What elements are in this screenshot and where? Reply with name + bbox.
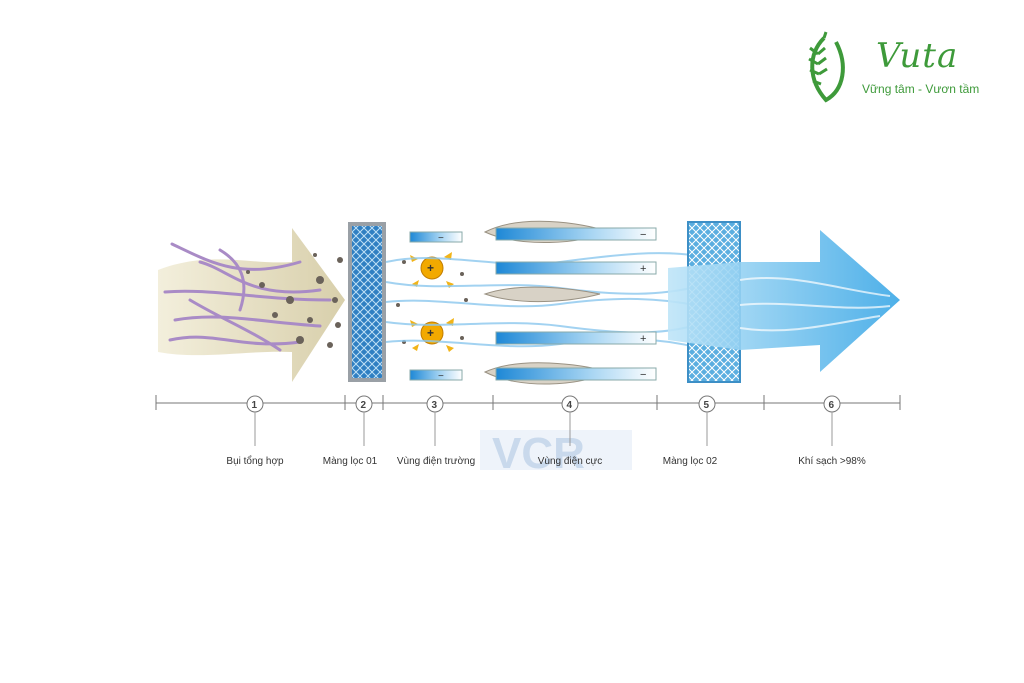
positive-sign: + [427, 326, 434, 340]
stage-number: 4 [567, 400, 573, 411]
stage-6: 6 Khí sạch >98% [798, 395, 866, 467]
stage-number: 2 [361, 400, 367, 411]
electrode-plate-4: + [495, 331, 657, 345]
brand-name: Vuta [876, 36, 959, 76]
stage-number: 5 [704, 400, 710, 411]
stage-2: 2 Màng lọc 01 [323, 395, 378, 467]
stage-5: 5 Màng lọc 02 [663, 395, 718, 467]
stage-label: Màng lọc 02 [663, 456, 718, 467]
stage-3: 3 Vùng điện trường [397, 395, 475, 467]
brand-tagline: Vững tâm - Vươn tầm [862, 82, 980, 96]
stage-1: 1 Bụi tổng hợp [226, 395, 284, 467]
negative-sign: − [640, 229, 646, 241]
electrode-plate-3 [483, 286, 601, 303]
electrode-plate-2: + [495, 261, 657, 275]
dust-fibers [163, 242, 332, 352]
dust-air-arrow [158, 228, 345, 382]
electric-field-zone: − − + + [396, 231, 468, 382]
stage-label: Khí sạch >98% [798, 456, 866, 467]
watermark-text: VCR [492, 429, 585, 478]
watermark: VCR [480, 429, 632, 478]
field-plate-bottom: − [409, 369, 463, 382]
wheat-leaf-icon [808, 31, 845, 103]
electrode-zone: − + + − [483, 220, 657, 385]
stage-number: 6 [829, 400, 835, 411]
stage-label: Màng lọc 01 [323, 456, 378, 467]
stage-label: Vùng điện cực [538, 456, 603, 467]
positive-sign: + [640, 263, 646, 275]
dust-particles [246, 253, 343, 348]
stage-4: 4 Vùng điện cực [538, 395, 603, 467]
negative-sign: − [640, 369, 646, 381]
ion-top: + [420, 256, 444, 280]
filter-membrane-01 [348, 222, 386, 382]
positive-sign: + [427, 261, 434, 275]
negative-sign: − [438, 233, 444, 244]
negative-sign: − [438, 371, 444, 382]
brand-logo: Vuta Vững tâm - Vươn tầm [796, 30, 996, 105]
stage-label: Bụi tổng hợp [226, 455, 284, 467]
stage-number: 1 [252, 400, 258, 411]
positive-sign: + [640, 333, 646, 345]
stage-timeline [155, 395, 901, 410]
electrode-plate-5: − [483, 362, 657, 385]
field-plate-top: − [409, 231, 463, 244]
stage-number: 3 [432, 400, 438, 411]
stage-label: Vùng điện trường [397, 456, 475, 467]
electrode-plate-1: − [483, 220, 657, 243]
clean-air-arrow [668, 230, 900, 372]
ion-bottom: + [420, 321, 444, 345]
